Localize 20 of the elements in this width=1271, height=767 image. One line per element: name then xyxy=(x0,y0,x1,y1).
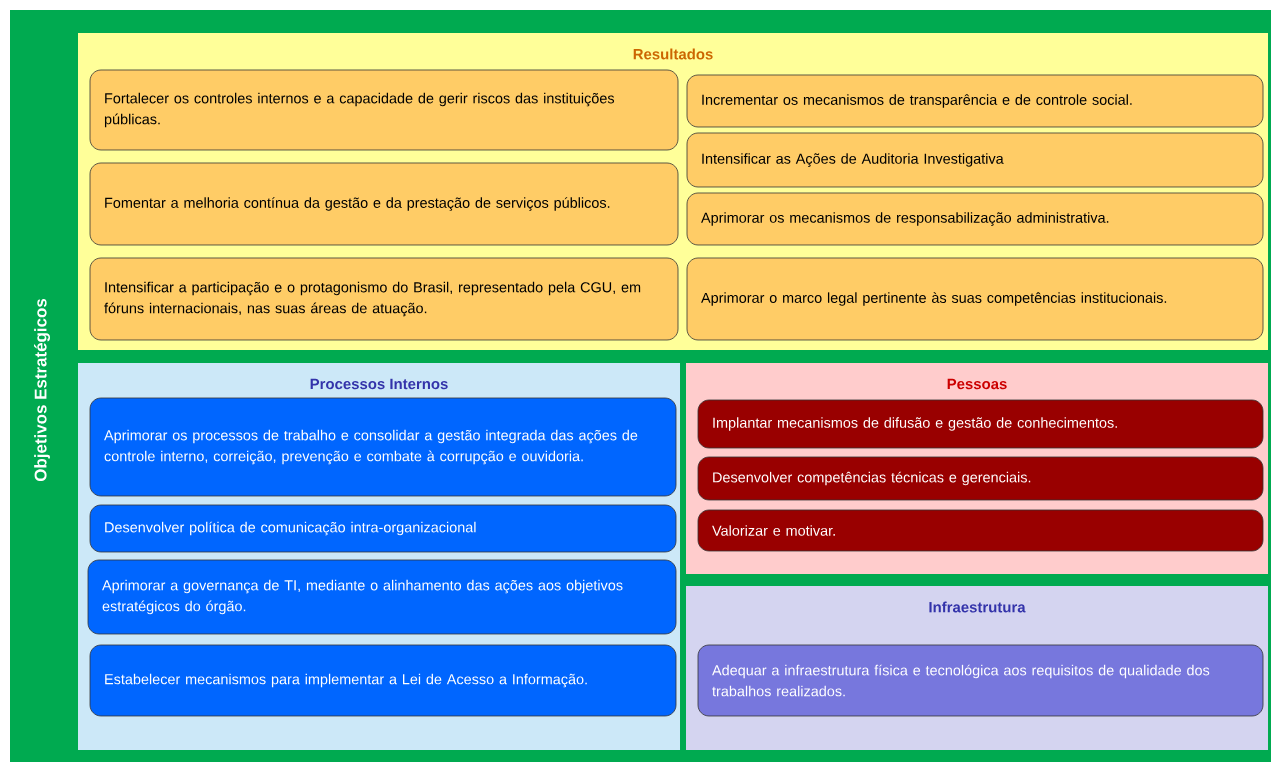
objective-box: Aprimorar os mecanismos de responsabilização administrativa. xyxy=(686,192,1264,246)
panel-heading: Pessoas xyxy=(947,378,1007,390)
objective-box: Fortalecer os controles internos e a capacidade de gerir riscos das instituições públicas. xyxy=(89,69,679,151)
panel-heading: Infraestrutura xyxy=(929,601,1026,613)
objective-box: Intensificar a participação e o protagonismo do Brasil, representado pela CGU, em fóruns internacionais, nas suas áreas de atuação. xyxy=(89,257,679,341)
objective-box: Incrementar os mecanismos de transparência e de controle social. xyxy=(686,74,1264,128)
panel-heading: Resultados xyxy=(633,48,713,60)
objective-box: Aprimorar a governança de TI, mediante o alinhamento das ações aos objetivos estratégicos do órgão. xyxy=(87,559,677,635)
objective-box: Implantar mecanismos de difusão e gestão de conhecimentos. xyxy=(697,399,1264,449)
objective-box: Fomentar a melhoria contínua da gestão e da prestação de serviços públicos. xyxy=(89,162,679,246)
side-title: Objetivos Estratégicos xyxy=(34,298,50,482)
objective-box: Aprimorar o marco legal pertinente às suas competências institucionais. xyxy=(686,257,1264,341)
objective-box: Adequar a infraestrutura física e tecnológica aos requisitos de qualidade dos trabalhos realizados. xyxy=(697,644,1264,717)
objective-box: Desenvolver competências técnicas e gerenciais. xyxy=(697,456,1264,501)
panel-heading: Processos Internos xyxy=(310,378,448,390)
objective-box: Estabelecer mecanismos para implementar a Lei de Acesso a Informação. xyxy=(89,644,677,717)
objective-box: Aprimorar os processos de trabalho e consolidar a gestão integrada das ações de controle interno, correição, prevenção e combate à corrupção e ouvidoria. xyxy=(89,397,677,497)
objective-box: Desenvolver política de comunicação intra-organizacional xyxy=(89,504,677,553)
objective-box: Valorizar e motivar. xyxy=(697,509,1264,552)
objective-box: Intensificar as Ações de Auditoria Investigativa xyxy=(686,132,1264,188)
